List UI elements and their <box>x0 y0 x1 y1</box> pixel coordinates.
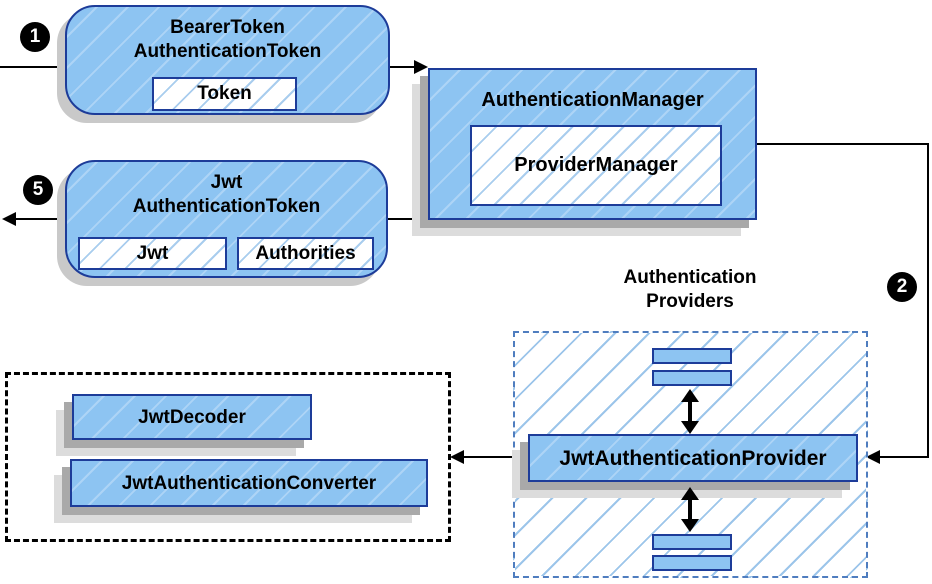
outgoing-result-line <box>14 218 66 220</box>
provider-manager-label: ProviderManager <box>514 154 678 176</box>
jwt-decoder-node: JwtDecoder <box>72 394 312 440</box>
arrowhead-down-icon <box>681 421 699 434</box>
arrowhead-result-out-icon <box>2 212 16 226</box>
double-arrow-top-icon <box>681 389 699 434</box>
double-arrow-bottom-icon <box>681 487 699 532</box>
step-marker-1: 1 <box>20 22 50 52</box>
authentication-providers-title: Authentication Providers <box>555 266 825 314</box>
token-field: Token <box>152 77 297 111</box>
node-title: JwtAuthenticationConverter <box>121 473 377 494</box>
provider-placeholder-bar <box>652 534 732 550</box>
line-manager-to-jwt-token <box>388 218 428 220</box>
node-title-line1: Jwt <box>210 172 243 193</box>
step-marker-5: 5 <box>23 175 53 205</box>
node-title: JwtDecoder <box>138 407 246 428</box>
node-title-line2: AuthenticationToken <box>133 41 322 62</box>
step-number: 2 <box>896 276 908 297</box>
node-title-line1: BearerToken <box>170 17 285 38</box>
providers-title-line1: Authentication <box>623 267 757 288</box>
step-marker-2: 2 <box>887 272 917 302</box>
arrow-stem <box>688 398 692 425</box>
step-number: 5 <box>32 179 44 200</box>
authorities-field-label: Authorities <box>255 243 356 264</box>
token-field-label: Token <box>197 83 252 104</box>
jwt-field-label: Jwt <box>136 243 169 264</box>
node-title: AuthenticationManager <box>481 89 704 111</box>
jwt-authentication-converter-node: JwtAuthenticationConverter <box>70 459 428 507</box>
step-number: 1 <box>29 26 41 47</box>
provider-manager-field: ProviderManager <box>470 125 722 206</box>
arrowhead-up-icon <box>681 487 699 500</box>
arrowhead-into-providers-icon <box>866 450 880 464</box>
node-title-line2: AuthenticationToken <box>132 196 321 217</box>
provider-placeholder-bar <box>652 348 732 364</box>
arrowhead-into-manager-icon <box>414 60 428 74</box>
line-bearer-to-manager <box>390 66 416 68</box>
arrowhead-down-icon <box>681 519 699 532</box>
arrow-stem <box>688 496 692 523</box>
jwt-authentication-provider-node: JwtAuthenticationProvider <box>528 434 858 482</box>
jwt-field: Jwt <box>78 237 227 270</box>
authorities-field: Authorities <box>237 237 374 270</box>
incoming-request-line <box>0 66 66 68</box>
node-title: JwtAuthenticationProvider <box>559 447 827 470</box>
line-provider-to-decoder-box <box>462 456 514 458</box>
line-into-providers <box>880 456 929 458</box>
provider-placeholder-bar <box>652 555 732 571</box>
provider-placeholder-bar <box>652 370 732 386</box>
arrowhead-up-icon <box>681 389 699 402</box>
providers-title-line2: Providers <box>646 291 734 312</box>
line-right-edge-down <box>927 143 929 457</box>
line-manager-out-right <box>757 143 929 145</box>
arrowhead-into-decoder-box-icon <box>450 450 464 464</box>
